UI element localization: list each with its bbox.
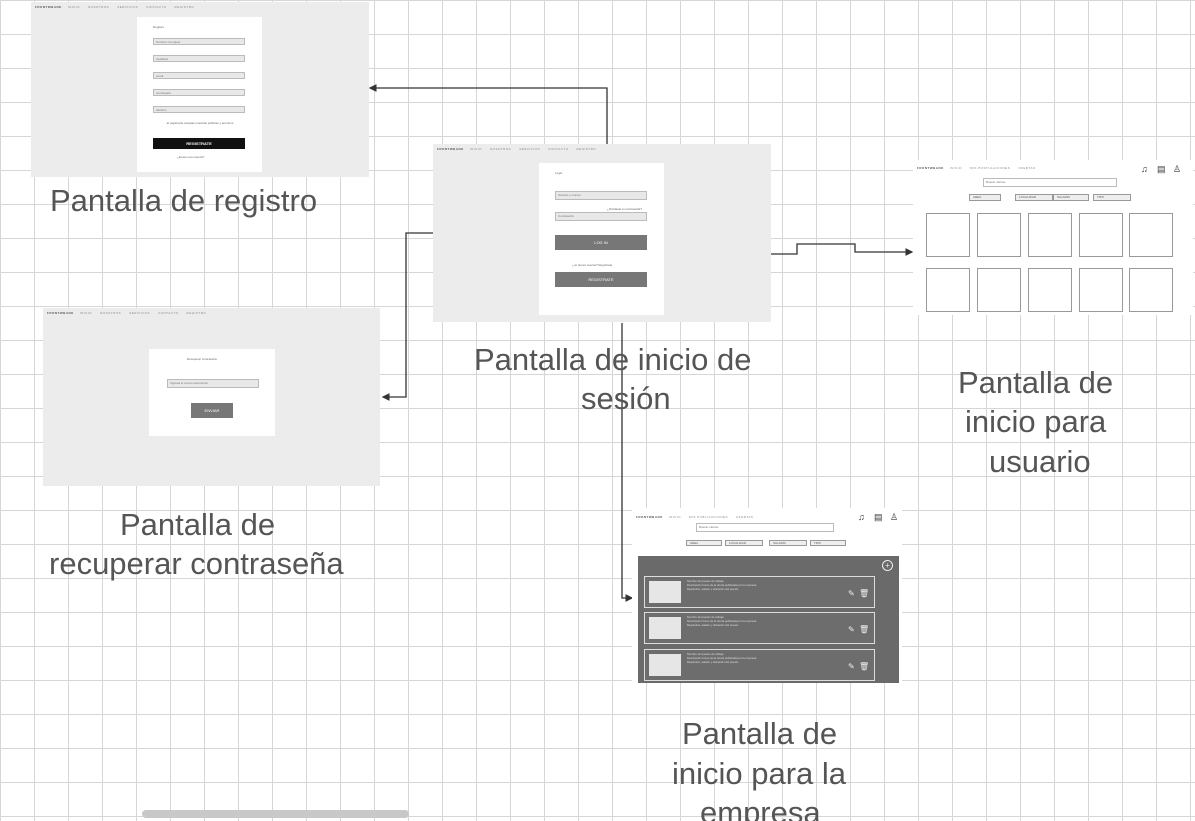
label-inicio-sesion-1: Pantalla de inicio de	[474, 342, 752, 377]
label-recuperar-2: recuperar contraseña	[49, 546, 344, 581]
login-field-password[interactable]: Contraseña	[555, 212, 647, 221]
recuperar-button[interactable]: ENVIAR	[191, 403, 233, 418]
usuario-tile[interactable]	[1028, 268, 1072, 312]
usuario-filter-area[interactable]: AREA	[969, 194, 1001, 201]
login-title: Login	[555, 171, 563, 175]
registro-terms: al registrarte aceptas nuestras politica…	[166, 121, 234, 125]
delete-icon[interactable]: 🗑	[859, 662, 870, 671]
usuario-tile[interactable]	[1129, 268, 1173, 312]
usuario-filter-tipo[interactable]: TIPO	[1093, 194, 1131, 201]
registro-field-password[interactable]: contraseña	[153, 89, 245, 96]
login-register-button[interactable]: REGISTRATE	[555, 272, 647, 287]
usuario-tile[interactable]	[1079, 213, 1123, 257]
message-icon[interactable]: ▤	[874, 512, 883, 522]
horizontal-scrollbar[interactable]	[142, 810, 409, 818]
usuario-tile[interactable]	[1129, 213, 1173, 257]
label-inicio-sesion-2: sesión	[581, 381, 671, 416]
usuario-search-input[interactable]: Buscar ofertas	[983, 178, 1117, 187]
label-empresa-2: inicio para la	[672, 756, 847, 791]
usuario-filter-salario[interactable]: SALARIO	[1053, 194, 1089, 201]
delete-icon[interactable]: 🗑	[859, 589, 870, 598]
registro-footer[interactable]: ¿tienes una cuenta?	[177, 155, 205, 159]
offer-thumbnail	[649, 654, 681, 676]
registro-card: Registro Nombre Completo Apellidos email…	[137, 17, 262, 172]
label-usuario-2: inicio para	[965, 404, 1107, 439]
usuario-tile[interactable]	[926, 268, 970, 312]
registro-field-nombre[interactable]: Nombre Completo	[153, 38, 245, 45]
arrow-login-to-usuario	[771, 243, 914, 256]
login-field-user[interactable]: Usuario o Correo	[555, 191, 647, 200]
edit-icon[interactable]: ✎	[848, 625, 855, 634]
login-forgot-link[interactable]: ¿Olvidaste tu contraseña?	[607, 207, 643, 211]
recuperar-title: Recuperar contraseña	[187, 357, 217, 361]
registro-field-apellidos[interactable]: Apellidos	[153, 55, 245, 62]
label-empresa-3: empresa	[700, 796, 821, 821]
empresa-filter-salario[interactable]: SALARIO	[769, 540, 807, 546]
arrow-login-to-empresa	[621, 323, 634, 602]
arrow-login-to-recuperar	[381, 232, 433, 401]
registro-field-email[interactable]: email	[153, 72, 245, 79]
edit-icon[interactable]: ✎	[848, 589, 855, 598]
registro-field-telefono[interactable]: teléfono	[153, 106, 245, 113]
usuario-filter-localidad[interactable]: LOCALIDAD	[1015, 194, 1053, 201]
usuario-tile[interactable]	[926, 213, 970, 257]
registro-title: Registro	[153, 25, 165, 29]
edit-icon[interactable]: ✎	[848, 662, 855, 671]
usuario-tile[interactable]	[1079, 268, 1123, 312]
offer-thumbnail	[649, 581, 681, 603]
label-registro: Pantalla de registro	[50, 183, 318, 218]
registro-button[interactable]: REGISTRATE	[153, 138, 245, 149]
usuario-tile[interactable]	[977, 213, 1021, 257]
label-empresa-1: Pantalla de	[682, 716, 838, 751]
bell-icon[interactable]: ♫	[1141, 164, 1148, 174]
delete-icon[interactable]: 🗑	[859, 625, 870, 634]
user-icon[interactable]: ♙	[1173, 164, 1182, 174]
user-icon[interactable]: ♙	[890, 512, 899, 522]
login-no-account: ¿no tienes cuenta? Regístrate	[572, 263, 613, 267]
add-offer-icon[interactable]: +	[882, 560, 893, 571]
usuario-tile[interactable]	[1028, 213, 1072, 257]
empresa-search-input[interactable]: Buscar ofertas	[696, 523, 834, 532]
message-icon[interactable]: ▤	[1157, 164, 1166, 174]
usuario-tile[interactable]	[977, 268, 1021, 312]
arrow-login-to-registro	[368, 84, 608, 144]
empresa-filter-localidad[interactable]: LOCALIDAD	[725, 540, 763, 546]
empresa-filter-area[interactable]: AREA	[686, 540, 722, 546]
recuperar-field-email[interactable]: Ingresa tu correo electrónico	[167, 379, 259, 388]
empresa-filter-tipo[interactable]: TIPO	[810, 540, 846, 546]
recuperar-card: Recuperar contraseña Ingresa tu correo e…	[149, 349, 275, 436]
label-usuario-3: usuario	[989, 444, 1091, 479]
label-recuperar-1: Pantalla de	[120, 507, 276, 542]
bell-icon[interactable]: ♫	[858, 512, 865, 522]
label-usuario-1: Pantalla de	[958, 365, 1114, 400]
login-button[interactable]: LOG IN	[555, 235, 647, 250]
label-empresa-3-clip: empresa	[690, 796, 850, 821]
offer-thumbnail	[649, 617, 681, 639]
login-card: Login Usuario o Correo ¿Olvidaste tu con…	[539, 163, 664, 315]
